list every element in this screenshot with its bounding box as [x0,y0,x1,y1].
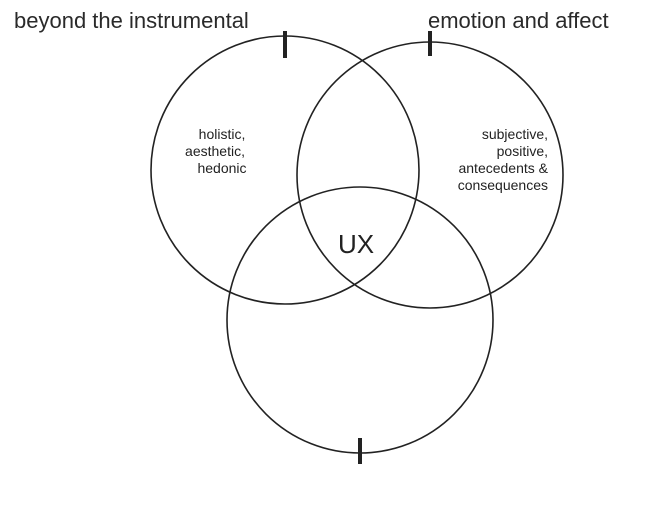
text-line: aesthetic, [185,143,245,159]
text-instrumental-qualities: holistic, aesthetic, hedonic [165,126,265,177]
circle-experiental [226,186,494,454]
ux-center-label: UX [338,229,375,259]
text-line: positive, [496,143,548,159]
text-line: subjective, [481,126,548,142]
text-line: holistic, [198,126,246,142]
text-line: antecedents & [458,160,548,176]
label-emotion-affect: emotion and affect [428,8,609,33]
text-emotion-qualities: subjective, positive, antecedents & cons… [420,126,548,194]
text-line: consequences [457,177,548,193]
text-line: hedonic [197,160,247,176]
label-beyond-instrumental: beyond the instrumental [14,8,249,33]
